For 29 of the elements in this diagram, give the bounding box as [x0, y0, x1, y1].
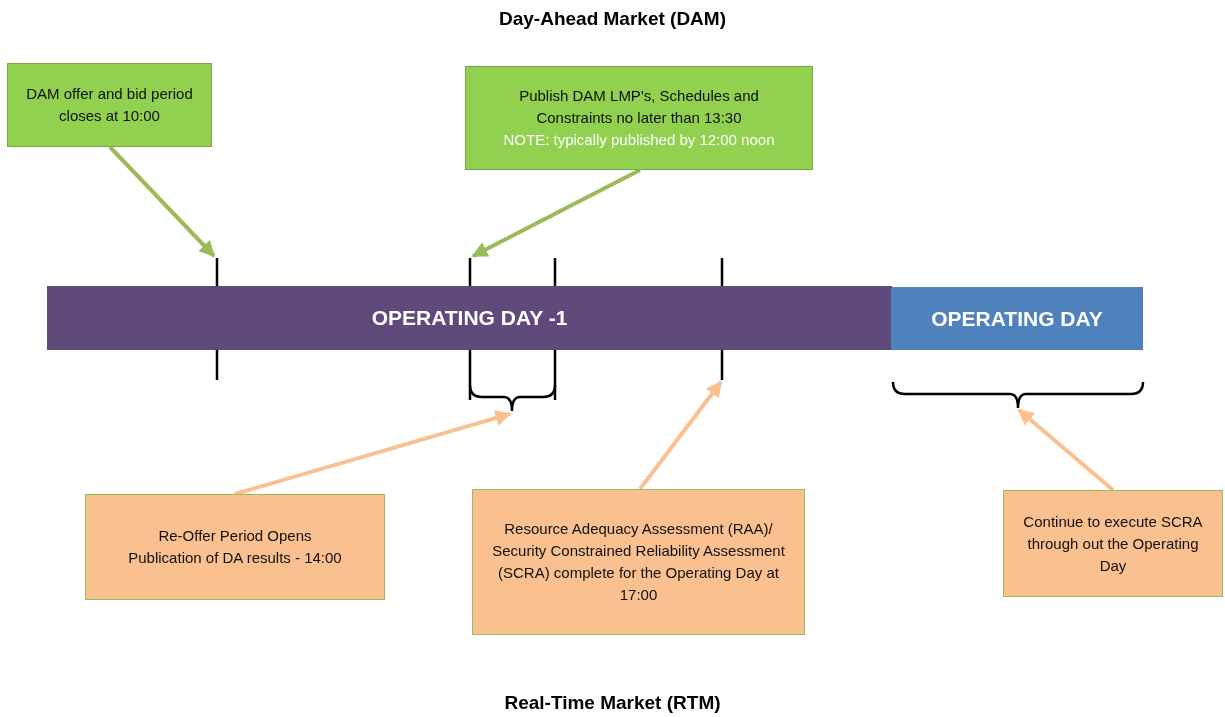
callout-text: Resource Adequacy Assessment (RAA)/ Security Constrained Reliability Assessment (SCRA) complete for the Operating Day at 17:00 [491, 519, 786, 605]
callout-box [465, 66, 813, 170]
callout-text: DAM offer and bid period closes at 10:00 [25, 84, 194, 126]
tick-mark [215, 258, 219, 286]
callout-box [85, 494, 385, 600]
callout-text: Continue to execute SCRA through out the Operating Day [1022, 511, 1204, 576]
callout-box [7, 63, 212, 147]
leader-arrow [108, 145, 216, 258]
leader-arrow [638, 380, 723, 491]
bracket [468, 384, 557, 413]
leader-arrow [1017, 408, 1115, 492]
tick-mark [553, 258, 557, 286]
leader-arrow [471, 168, 641, 258]
callout-text: Publish DAM LMP's, Schedules and Constraints no later than 13:30 [518, 86, 760, 128]
callout-text: Re-Offer Period Opens [158, 526, 312, 546]
callout-box [1003, 490, 1223, 597]
timeline-bar [891, 287, 1143, 350]
bar-label: OPERATING DAY -1 [371, 307, 568, 329]
callout-box [472, 489, 805, 635]
tick-mark [720, 350, 724, 380]
leader-arrow [234, 410, 512, 496]
tick-mark [468, 258, 472, 286]
caption: Real-Time Market (RTM) [504, 692, 721, 713]
note-text: NOTE: typically published by 12:00 noon [503, 130, 775, 150]
callout-text: Publication of DA results - 14:00 [128, 548, 342, 568]
bar-label: OPERATING DAY [931, 307, 1103, 330]
title: Day-Ahead Market (DAM) [499, 8, 726, 29]
timeline-bar [47, 286, 892, 350]
bracket [891, 381, 1145, 410]
